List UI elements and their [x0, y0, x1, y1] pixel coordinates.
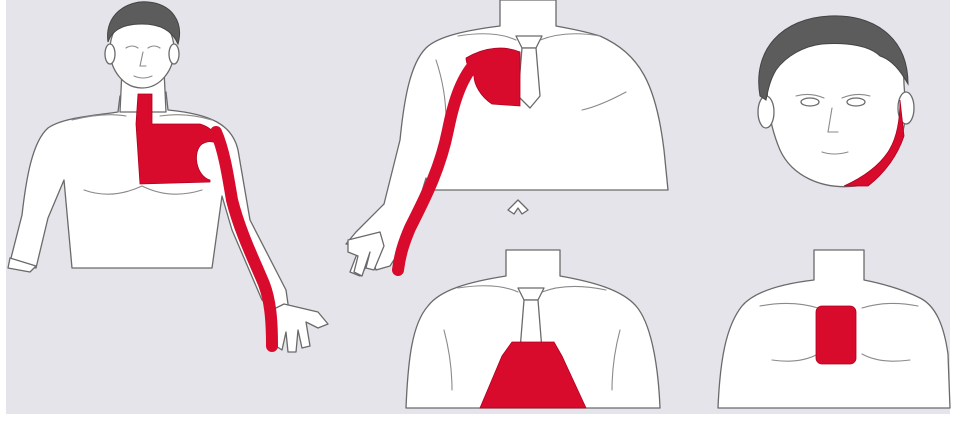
pain-central-chest: [816, 306, 856, 364]
figure-right-arm-radiation: [346, 0, 668, 276]
pain-left-arm: [216, 132, 272, 346]
torso-outline: [346, 0, 668, 276]
figure-central-chest: [718, 250, 950, 408]
figure-lower-chest: [406, 250, 660, 408]
eye-left: [801, 98, 819, 106]
figure-jaw-radiation: [758, 16, 914, 187]
ear-left: [105, 44, 115, 64]
figure-left-arm-radiation: [8, 2, 328, 352]
ear-right: [169, 44, 179, 64]
sternum: [518, 48, 540, 108]
eye-right: [847, 98, 865, 106]
ear-left: [758, 96, 774, 128]
left-hand: [272, 304, 328, 352]
separator-mark: [508, 200, 528, 214]
